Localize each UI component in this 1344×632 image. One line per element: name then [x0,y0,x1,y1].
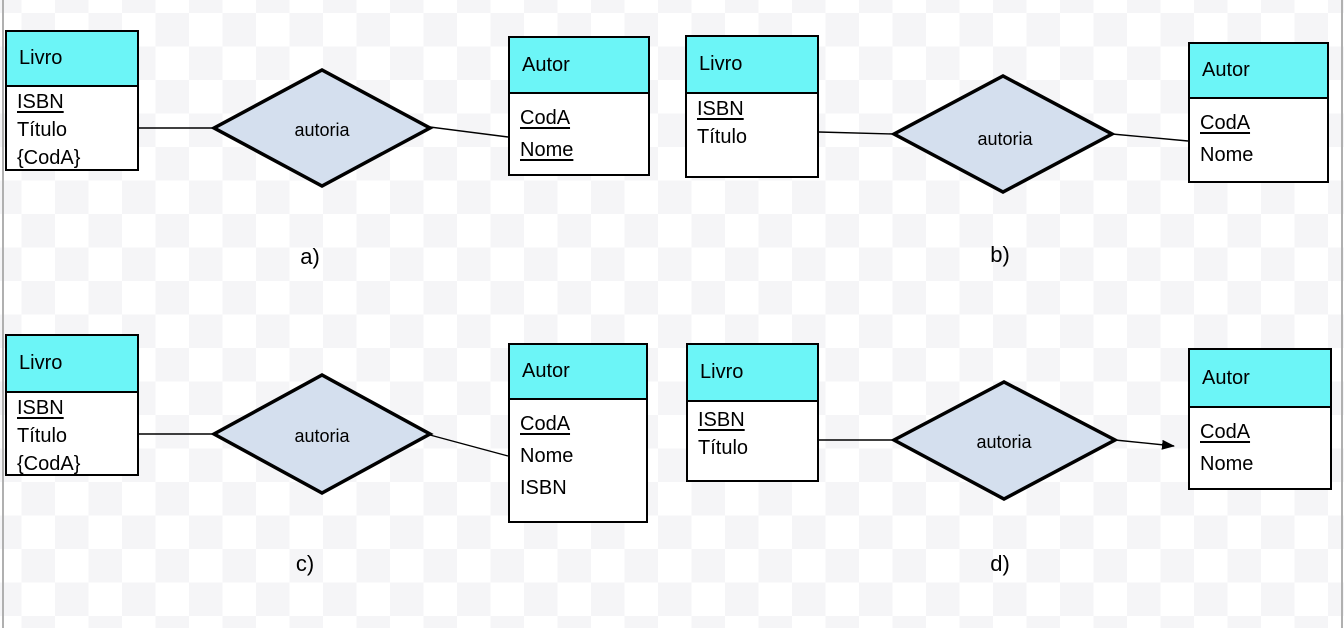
entity-attribute: ISBN [697,98,744,120]
entity-attributes: CodA Nome [1190,408,1330,480]
entity-header: Autor [510,38,648,94]
entity-attribute: CodA [520,413,571,435]
entity-name: Livro [19,352,63,374]
entity-attribute: ISBN [520,477,567,499]
connector-arrow [1114,439,1175,450]
relationship-label: autoria [294,120,350,140]
entity-attribute: CodA [1200,421,1251,443]
entity-attribute: {CodA} [17,453,81,475]
entity-name: Autor [522,53,570,76]
connector-line [818,131,895,135]
entity-attribute: ISBN [17,397,64,419]
entity-header: Autor [1190,44,1327,99]
entity-attributes: CodA Nome [510,94,648,166]
entity-header: Livro [687,37,817,94]
entity-attribute: ISBN [698,409,745,431]
entity-attributes: ISBN Título {CodA} [7,87,137,172]
figure-label-c: c) [295,551,315,576]
entity-attribute: {CodA} [17,147,81,169]
figure-label-a: a) [300,244,320,269]
entity-autor: Autor CodA Nome [508,36,650,176]
canvas-edge-right [1341,0,1343,628]
relationship-label: autoria [977,129,1033,149]
entity-attribute: CodA [520,107,571,129]
entity-attribute: Nome [520,139,574,161]
entity-header: Livro [688,345,817,402]
figure-label-d: d) [990,551,1010,576]
entity-attribute: ISBN [17,91,64,113]
entity-attribute: Título [697,126,748,148]
entity-autor: Autor CodA Nome [1188,348,1332,490]
entity-name: Livro [19,47,63,69]
entity-livro: Livro ISBN Título {CodA} [5,30,139,171]
relationship-diamond [890,380,1119,501]
entity-header: Autor [1190,350,1330,408]
entity-name: Autor [1202,59,1250,81]
entity-header: Livro [7,32,137,87]
entity-header: Livro [7,336,137,393]
relationship-diamond [210,373,434,495]
connector-line [429,126,509,138]
entity-attributes: CodA Nome ISBN [510,400,646,504]
canvas-bottom-strip [0,628,1344,632]
entity-attribute: Título [17,425,68,447]
connector-line [1111,133,1189,142]
entity-attribute: CodA [1200,112,1251,134]
figure-label-b: b) [990,242,1010,267]
entity-attributes: ISBN Título [688,402,817,462]
relationship-label: autoria [294,426,350,446]
relationship-label: autoria [976,432,1032,452]
entity-name: Autor [1202,366,1250,389]
entity-header: Autor [510,345,646,400]
entity-livro: Livro ISBN Título [685,35,819,178]
relationship-diamond [210,68,434,188]
entity-name: Autor [522,360,570,382]
entity-attributes: CodA Nome [1190,99,1327,171]
entity-autor: Autor CodA Nome [1188,42,1329,183]
entity-attribute: Nome [1200,144,1254,166]
entity-livro: Livro ISBN Título [686,343,819,482]
entity-autor: Autor CodA Nome ISBN [508,343,648,523]
entity-attribute: Nome [1200,453,1254,475]
entity-name: Livro [700,361,744,383]
entity-attributes: ISBN Título [687,94,817,151]
entity-attributes: ISBN Título {CodA} [7,393,137,478]
canvas-edge-left [2,0,4,628]
entity-livro: Livro ISBN Título {CodA} [5,334,139,476]
relationship-diamond [890,74,1116,194]
entity-attribute: Nome [520,445,574,467]
entity-attribute: Título [17,119,68,141]
entity-name: Livro [699,53,743,75]
entity-attribute: Título [698,437,749,459]
connector-line [429,434,509,457]
